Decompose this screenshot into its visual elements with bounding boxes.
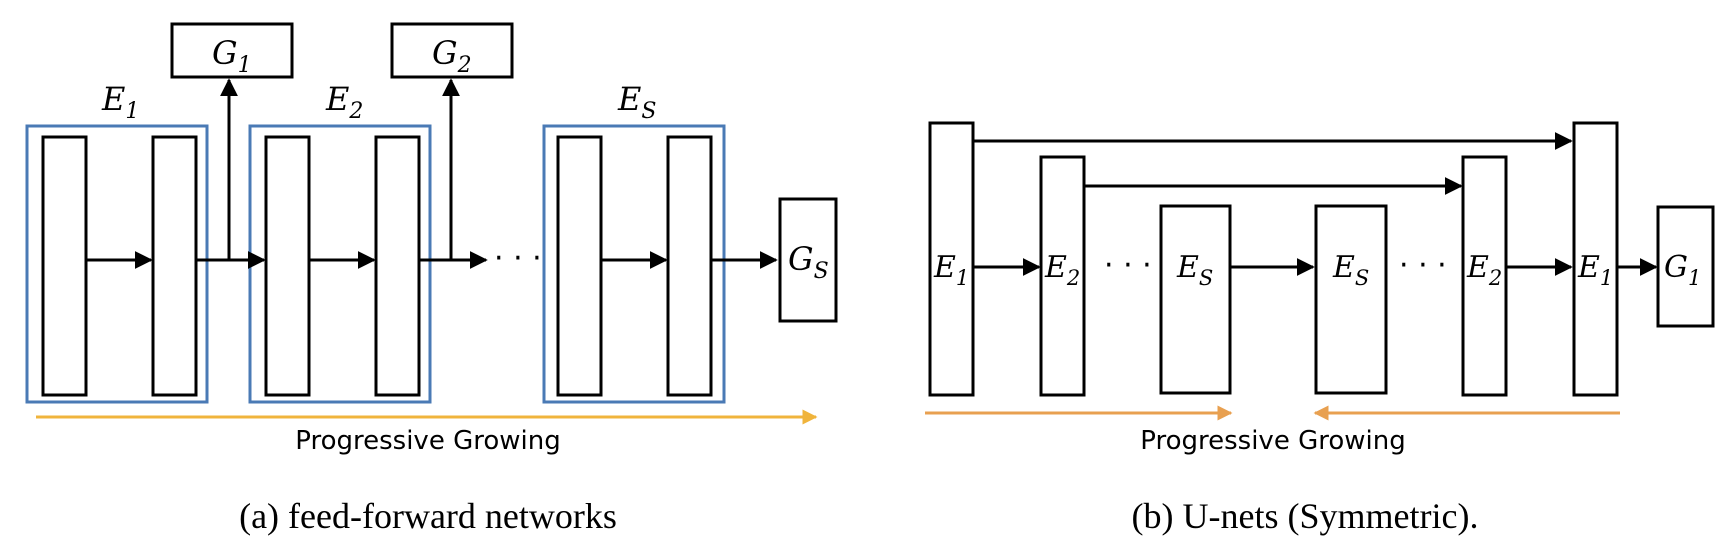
ellipsis: · · · [1399, 248, 1447, 283]
decoder-label-e1: E1 [1577, 250, 1613, 290]
encoder-block-e1 [928, 121, 975, 397]
stage-label-e1: E1 [101, 80, 139, 124]
panel-b: · · · · · · E1 E2 ES ES E2 E1 G1 Progres… [925, 121, 1715, 536]
decoder-block-e1 [1572, 121, 1619, 397]
output-label-g2: G2 [432, 34, 472, 78]
decoder-label-es: ES [1332, 250, 1369, 290]
output-box-g1 [170, 22, 294, 79]
stage-box-e1 [25, 124, 209, 404]
stage-label-e2: E2 [325, 80, 363, 124]
ellipsis: · · · [1104, 248, 1152, 283]
encoder-block-e2 [1039, 155, 1086, 397]
caption-a: (a) feed-forward networks [239, 496, 617, 536]
encoder-label-e1: E1 [933, 250, 969, 290]
layer-block [374, 135, 421, 397]
stage-box-es [542, 124, 726, 404]
encoder-label-e2: E2 [1044, 250, 1080, 290]
output-label-gs: GS [788, 240, 829, 284]
progress-label: Progressive Growing [295, 426, 560, 456]
encoder-label-es: ES [1176, 250, 1213, 290]
output-box-g1 [1656, 205, 1715, 328]
layer-block [151, 135, 198, 397]
layer-block [41, 135, 88, 397]
layer-block [264, 135, 311, 397]
output-box-gs [778, 197, 838, 323]
encoder-block-es [1159, 204, 1232, 395]
output-label-g1: G1 [1664, 250, 1701, 290]
decoder-label-e2: E2 [1466, 250, 1502, 290]
progress-label: Progressive Growing [1140, 426, 1405, 456]
output-label-g1: G1 [212, 34, 252, 78]
ellipsis: · · · [494, 241, 542, 276]
output-box-g2 [390, 22, 514, 79]
layer-block [556, 135, 603, 397]
decoder-block-es [1314, 204, 1388, 395]
decoder-block-e2 [1461, 155, 1508, 397]
layer-block [666, 135, 713, 397]
caption-b: (b) U-nets (Symmetric). [1132, 496, 1479, 536]
panel-a: G1 G2 GS E1 E2 ES · · · Progressive Grow… [25, 22, 838, 536]
stage-label-es: ES [617, 80, 656, 124]
